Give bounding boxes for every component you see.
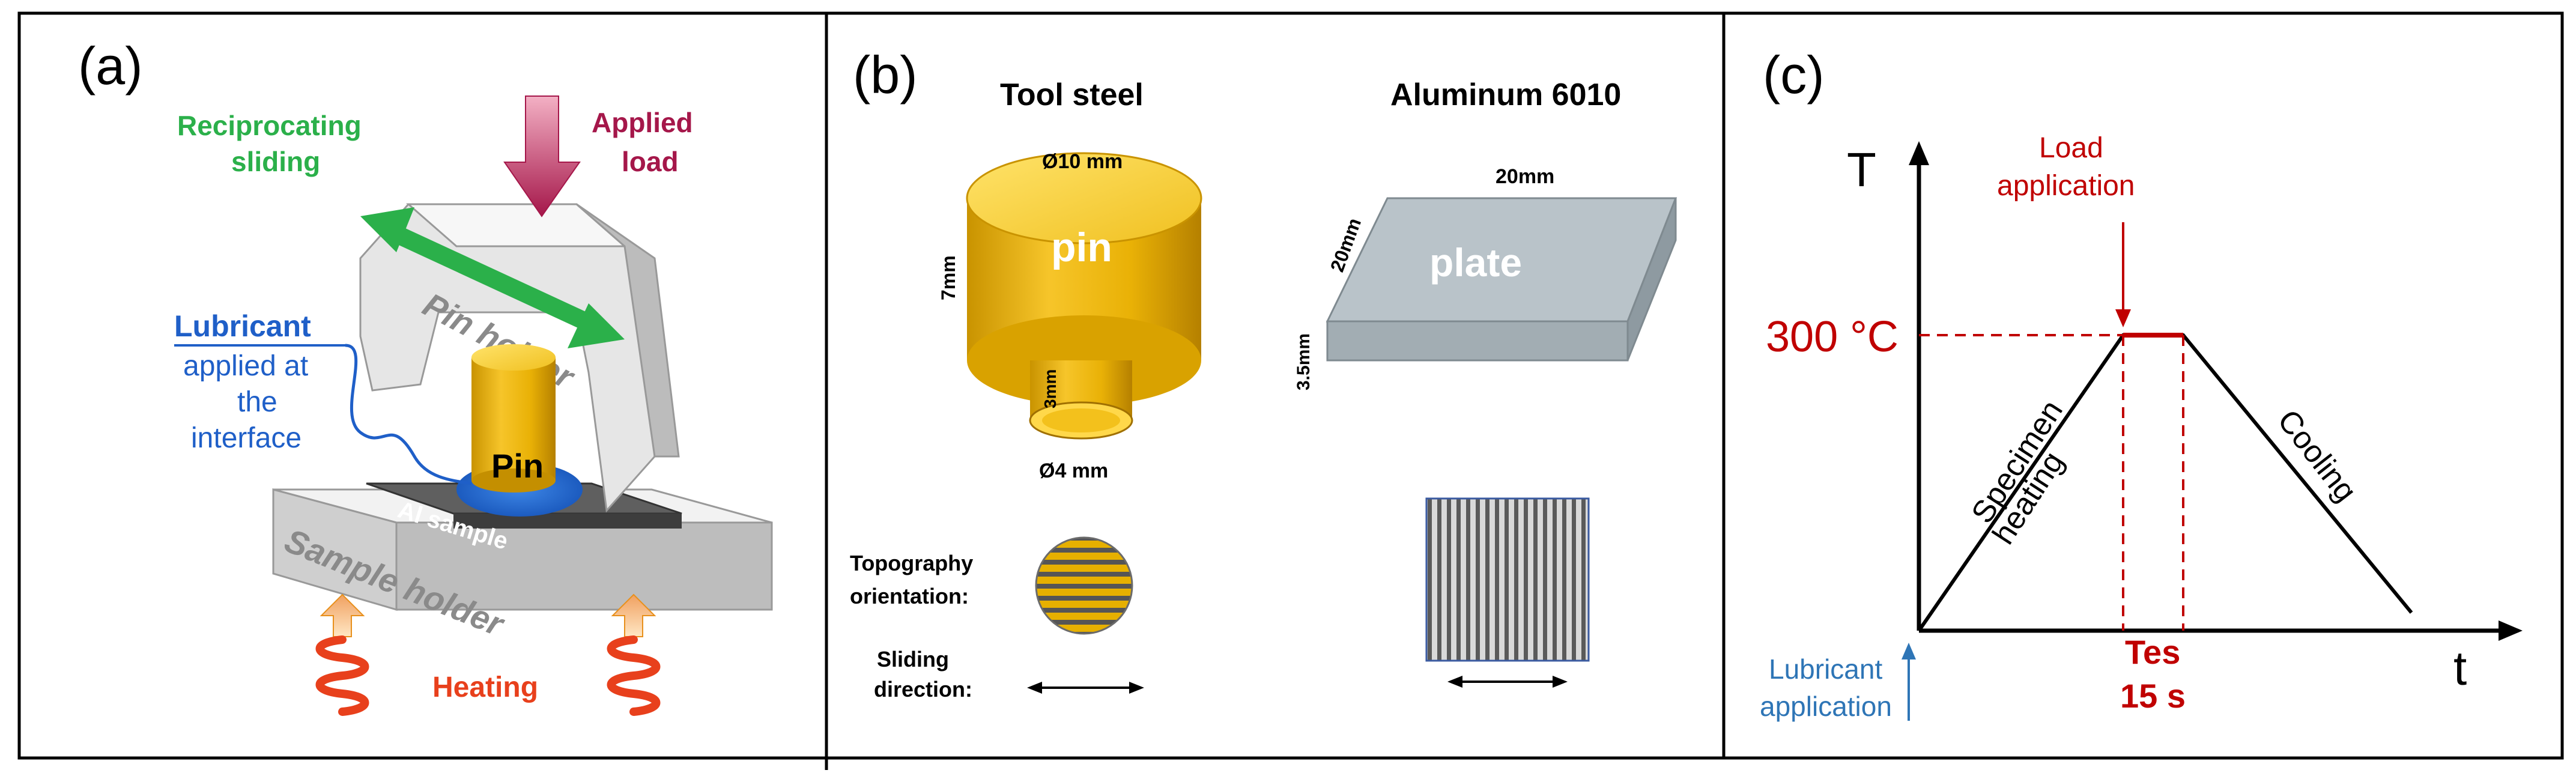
- tes-label: Tes: [2125, 633, 2180, 671]
- sliding-line2: direction:: [874, 677, 972, 702]
- plate-front: [1326, 320, 1629, 362]
- heating-right: [607, 593, 661, 716]
- panel-b: (b) Tool steel Aluminum 6010 pin Ø10 mm …: [850, 45, 1677, 702]
- lubricant-line3: the: [237, 386, 277, 418]
- lubricant-app-line2: application: [1760, 691, 1892, 722]
- plate-topography: [1425, 497, 1590, 662]
- lubricant-app-line1: Lubricant: [1769, 653, 1882, 685]
- reciprocating-line2: sliding: [231, 146, 320, 177]
- axes: [1909, 141, 2523, 641]
- y-axis-label: T: [1847, 143, 1876, 196]
- plate-text: plate: [1429, 240, 1522, 285]
- dim-20mm-top: 20mm: [1496, 165, 1554, 188]
- pin-cylinder-top: [966, 152, 1202, 244]
- panel-b-label: (b): [853, 45, 918, 105]
- topography-line2: orientation:: [850, 584, 969, 608]
- dim-7mm: 7mm: [938, 255, 959, 300]
- sliding-line1: Sliding: [877, 647, 949, 671]
- tes-value: 15 s: [2120, 677, 2186, 715]
- panel-c: (c) T t 300 °C Load application Specimen…: [1760, 45, 2523, 722]
- x-axis-label: t: [2453, 641, 2467, 695]
- temperature-label: 300 °C: [1766, 313, 1899, 361]
- pin-bottom: [471, 468, 556, 493]
- lubricant-line2: applied at: [183, 350, 308, 382]
- topography-line1: Topography: [850, 551, 973, 575]
- load-line1: Load: [2039, 132, 2103, 164]
- plate-sliding-direction: [1447, 676, 1568, 688]
- reciprocating-line1: Reciprocating: [177, 110, 362, 141]
- pin-body: [471, 357, 556, 480]
- dim-d4: Ø4 mm: [1039, 459, 1108, 482]
- load-line2: application: [1997, 170, 2135, 202]
- pin-top: [471, 344, 556, 371]
- applied-load-line2: load: [622, 146, 679, 177]
- lubricant-pointer: [345, 344, 472, 485]
- dim-d10: Ø10 mm: [1042, 150, 1123, 173]
- lubricant-line1: Lubricant: [174, 309, 311, 343]
- pin-topography: [1035, 536, 1133, 635]
- applied-load-line1: Applied: [592, 107, 693, 138]
- lubricant-line4: interface: [191, 422, 302, 454]
- dim-3mm: 3mm: [1041, 369, 1059, 408]
- heating-label: Heating: [432, 671, 538, 703]
- panel-c-label: (c): [1763, 45, 1825, 105]
- panel-a-label: (a): [78, 36, 143, 95]
- reciprocating-arrow: [360, 207, 625, 348]
- dim-35mm: 3.5mm: [1294, 333, 1314, 390]
- pin-holder-side: [576, 203, 680, 458]
- pin-step-inner: [1042, 408, 1120, 432]
- pin-text: pin: [1051, 225, 1112, 270]
- tool-steel-title: Tool steel: [1000, 77, 1144, 112]
- figure-frame: [17, 11, 2564, 760]
- applied-load-arrow: [503, 95, 581, 217]
- lubricant-arrow: [1902, 643, 1916, 721]
- panel-a: (a) Sample holder Al sample Pin holder P…: [78, 36, 773, 716]
- load-arrow: [2115, 222, 2131, 327]
- plate-side: [1626, 198, 1677, 361]
- pin-label: Pin: [491, 447, 544, 485]
- al-sample-front: [453, 514, 682, 529]
- heating-left: [315, 593, 369, 716]
- pin-sliding-direction: [1027, 682, 1144, 694]
- aluminum-title: Aluminum 6010: [1390, 77, 1621, 112]
